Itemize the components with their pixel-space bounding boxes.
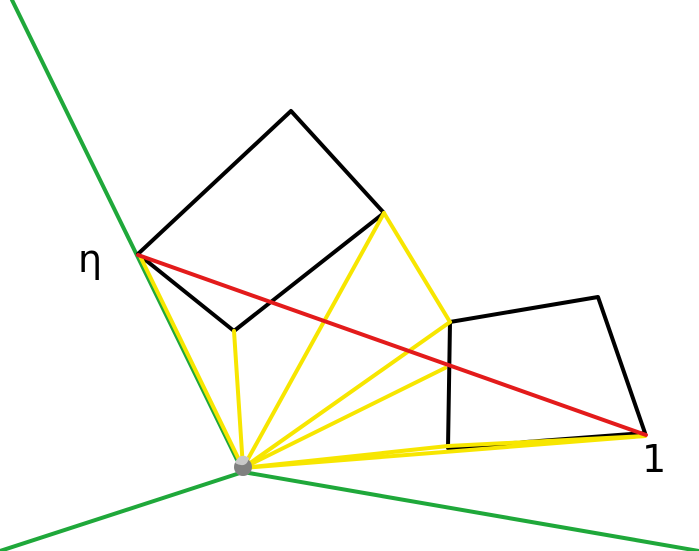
yellow-fan [138, 211, 647, 470]
yellow-ray-4 [241, 320, 452, 470]
red-segment [136, 253, 648, 437]
yellow-edge-right-square-bottom [446, 434, 647, 448]
yellow-ray-2 [232, 329, 245, 470]
green-line-lower-left [0, 470, 245, 551]
center-vertex-blob [234, 455, 252, 476]
yellow-edge-left-square-to-right [382, 211, 452, 324]
green-line-lower-right [241, 470, 699, 551]
yellow-ray-3 [241, 211, 386, 470]
yellow-ray-5 [241, 366, 447, 470]
yellow-ray-1 [138, 254, 245, 470]
label-left: η [78, 237, 102, 281]
label-right: 1 [642, 437, 666, 481]
